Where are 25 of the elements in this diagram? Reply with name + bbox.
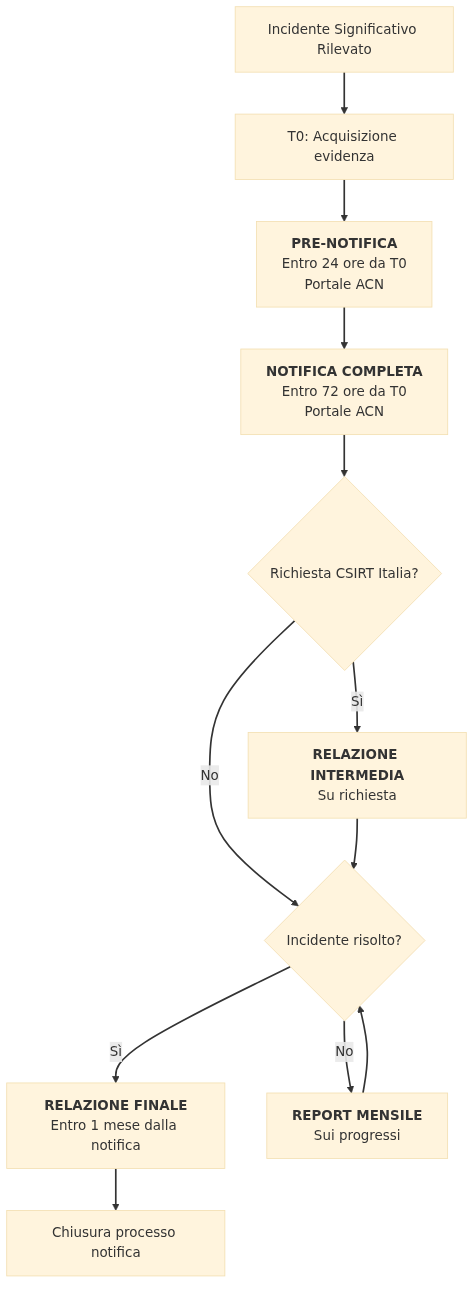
edge-label: Sì (351, 693, 364, 710)
node-box: Incidente Significativo Rilevato (234, 6, 454, 73)
arrow (340, 178, 348, 222)
node-box: RELAZIONE INTERMEDIA Su richiesta (247, 732, 467, 819)
node-box: RELAZIONE FINALE Entro 1 mese dalla notifica (6, 1082, 226, 1169)
edge-label: Sì (109, 1043, 122, 1060)
arrow (112, 1167, 120, 1211)
edge-label: No (335, 1043, 354, 1060)
arrow (208, 619, 299, 907)
node-box: REPORT MENSILE Sui progressi (266, 1092, 449, 1159)
arrow (340, 71, 348, 115)
arrow (343, 1020, 354, 1094)
arrow (340, 306, 348, 350)
node-box: Chiusura processo notifica (6, 1210, 226, 1277)
node-box: PRE-NOTIFICA Entro 24 ore da T0 Portale ACN (256, 221, 433, 308)
node-box: T0: Acquisizione evidenza (234, 113, 454, 180)
arrow (357, 1005, 369, 1094)
arrow (112, 966, 292, 1084)
arrow (352, 660, 361, 733)
edge-label: No (200, 766, 219, 783)
node-diamond: Incidente risolto? (263, 859, 426, 1022)
arrow (340, 433, 348, 477)
arrow (350, 817, 359, 870)
node-box: NOTIFICA COMPLETA Entro 72 ore da T0 Portale ACN (240, 348, 449, 436)
node-diamond: Richiesta CSIRT Italia? (247, 476, 443, 671)
